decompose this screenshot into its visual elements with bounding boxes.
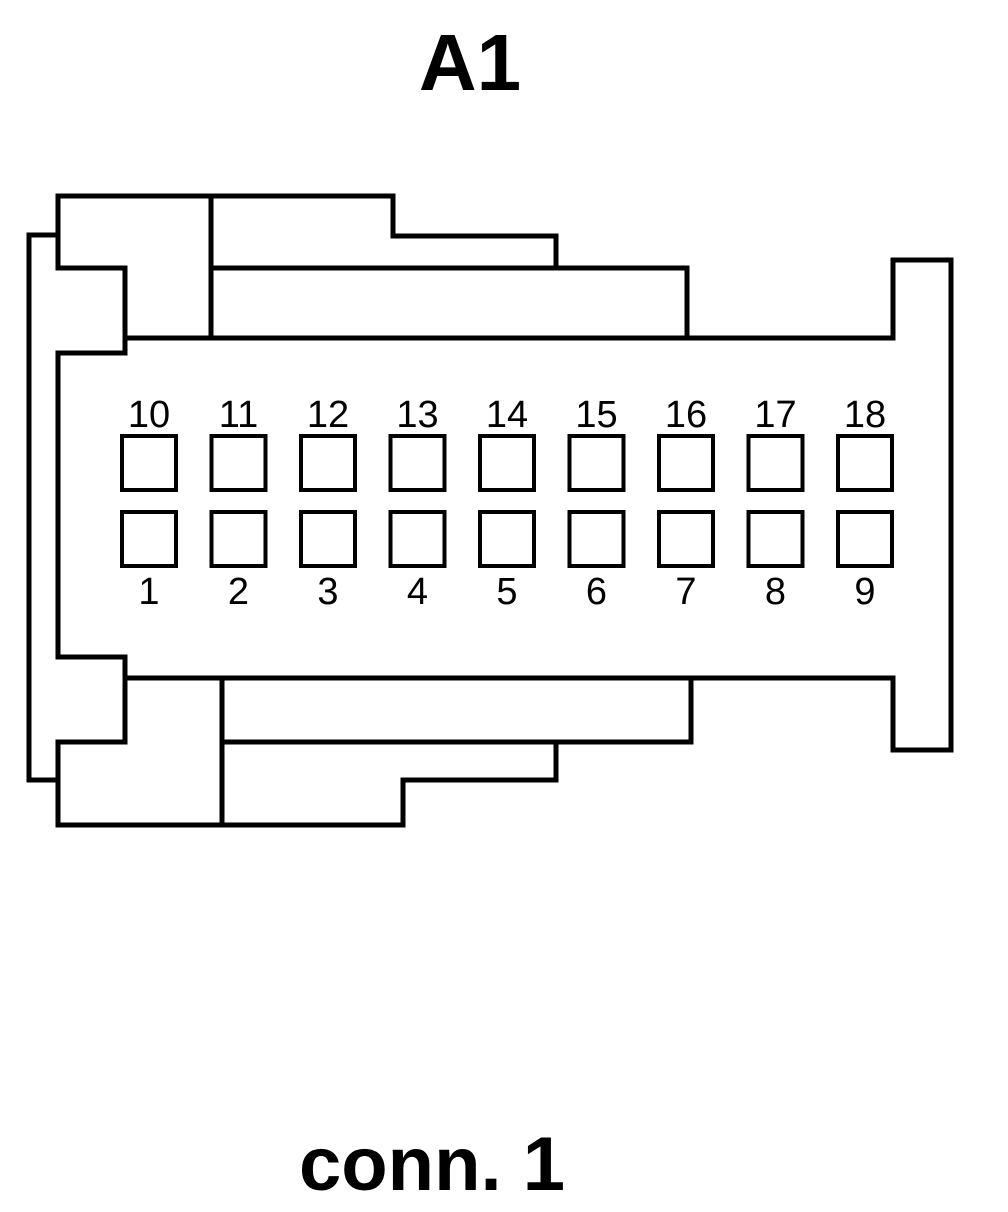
pin-cavity-12 <box>299 434 357 492</box>
pin-label-10: 10 <box>128 394 170 436</box>
left-clip <box>26 232 58 783</box>
pin-cavity-6 <box>567 510 626 568</box>
pin-label-15: 15 <box>575 394 617 436</box>
pin-cavity-15 <box>567 434 626 492</box>
bottom-latch <box>55 678 694 828</box>
housing-outline <box>55 257 954 753</box>
pin-label-5: 5 <box>496 571 517 613</box>
pin-cavity-10 <box>120 434 178 492</box>
pin-cavity-11 <box>209 434 268 492</box>
pin-label-6: 6 <box>586 571 607 613</box>
pin-label-14: 14 <box>486 394 528 436</box>
pin-cavity-7 <box>657 510 715 568</box>
pin-label-13: 13 <box>396 394 438 436</box>
pin-label-9: 9 <box>854 571 875 613</box>
pin-row-bottom: 1 2 3 4 5 6 7 8 9 <box>120 510 894 613</box>
pin-label-11: 11 <box>219 394 258 436</box>
pin-cavity-17 <box>746 434 805 492</box>
connector-caption: conn. 1 <box>299 1122 565 1207</box>
connector-title: A1 <box>419 18 521 107</box>
pin-cavity-1 <box>120 510 178 568</box>
pin-label-17: 17 <box>754 394 796 436</box>
pin-cavity-3 <box>299 510 357 568</box>
pin-cavity-16 <box>657 434 715 492</box>
pin-cavity-14 <box>478 434 536 492</box>
pin-label-7: 7 <box>675 571 696 613</box>
pin-cavity-8 <box>746 510 805 568</box>
pin-label-8: 8 <box>765 571 786 613</box>
pin-label-1: 1 <box>138 571 159 613</box>
pin-cavity-18 <box>836 434 894 492</box>
pin-cavity-2 <box>209 510 268 568</box>
pin-label-12: 12 <box>307 394 349 436</box>
pin-label-4: 4 <box>407 571 428 613</box>
pin-cavity-4 <box>388 510 447 568</box>
pin-label-16: 16 <box>665 394 707 436</box>
pin-label-2: 2 <box>228 571 249 613</box>
connector-housing <box>26 193 954 828</box>
pin-cavity-9 <box>836 510 894 568</box>
pin-label-18: 18 <box>844 394 886 436</box>
pin-row-top: 10 11 12 13 14 15 16 17 18 <box>120 394 894 492</box>
top-latch <box>55 193 690 338</box>
pin-cavity-13 <box>388 434 447 492</box>
pin-label-3: 3 <box>317 571 338 613</box>
pin-cavity-5 <box>478 510 536 568</box>
